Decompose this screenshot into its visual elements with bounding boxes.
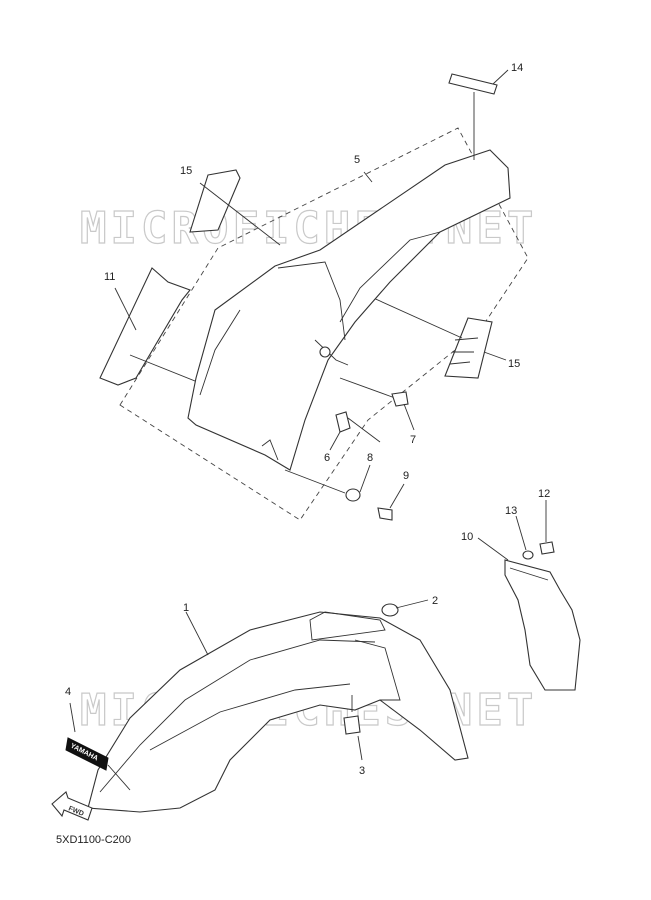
callout-7: 7	[410, 434, 416, 446]
grommet-part-2	[381, 599, 429, 617]
callout-1: 1	[183, 602, 189, 614]
bolt-part-9	[377, 483, 405, 521]
callout-8: 8	[367, 452, 373, 464]
bolt-part-12	[539, 500, 555, 555]
mud-flap-part-10	[477, 537, 581, 691]
front-fender-part-1	[69, 611, 469, 813]
diagram-code: 5XD1100-C200	[56, 834, 131, 846]
callout-6: 6	[324, 452, 330, 464]
decal-part-4: YAMAHA	[65, 737, 109, 771]
washer-part-13	[515, 515, 534, 560]
bolt-part-7	[391, 391, 415, 431]
sticker-part-14	[448, 69, 509, 135]
callout-14: 14	[511, 62, 523, 74]
pad-part-15-upper	[189, 169, 281, 246]
collar-part-8	[284, 464, 371, 502]
callout-11: 11	[104, 271, 115, 283]
bolt-part-3	[343, 695, 363, 761]
side-shield-part-11	[99, 267, 201, 386]
callout-2: 2	[432, 595, 438, 607]
callout-12: 12	[538, 488, 550, 500]
callout-9: 9	[403, 470, 409, 482]
callout-5: 5	[354, 154, 360, 166]
pad-part-15-right	[359, 291, 507, 379]
callout-15-right: 15	[508, 358, 520, 370]
callout-10: 10	[461, 531, 473, 543]
callout-4: 4	[65, 686, 71, 698]
callout-3: 3	[359, 765, 365, 777]
fwd-arrow-icon: FWD	[51, 791, 93, 821]
callout-15-upper: 15	[180, 165, 192, 177]
clip-part-6	[329, 411, 381, 451]
rear-fender-part-5	[187, 135, 511, 471]
callout-13: 13	[505, 505, 517, 517]
